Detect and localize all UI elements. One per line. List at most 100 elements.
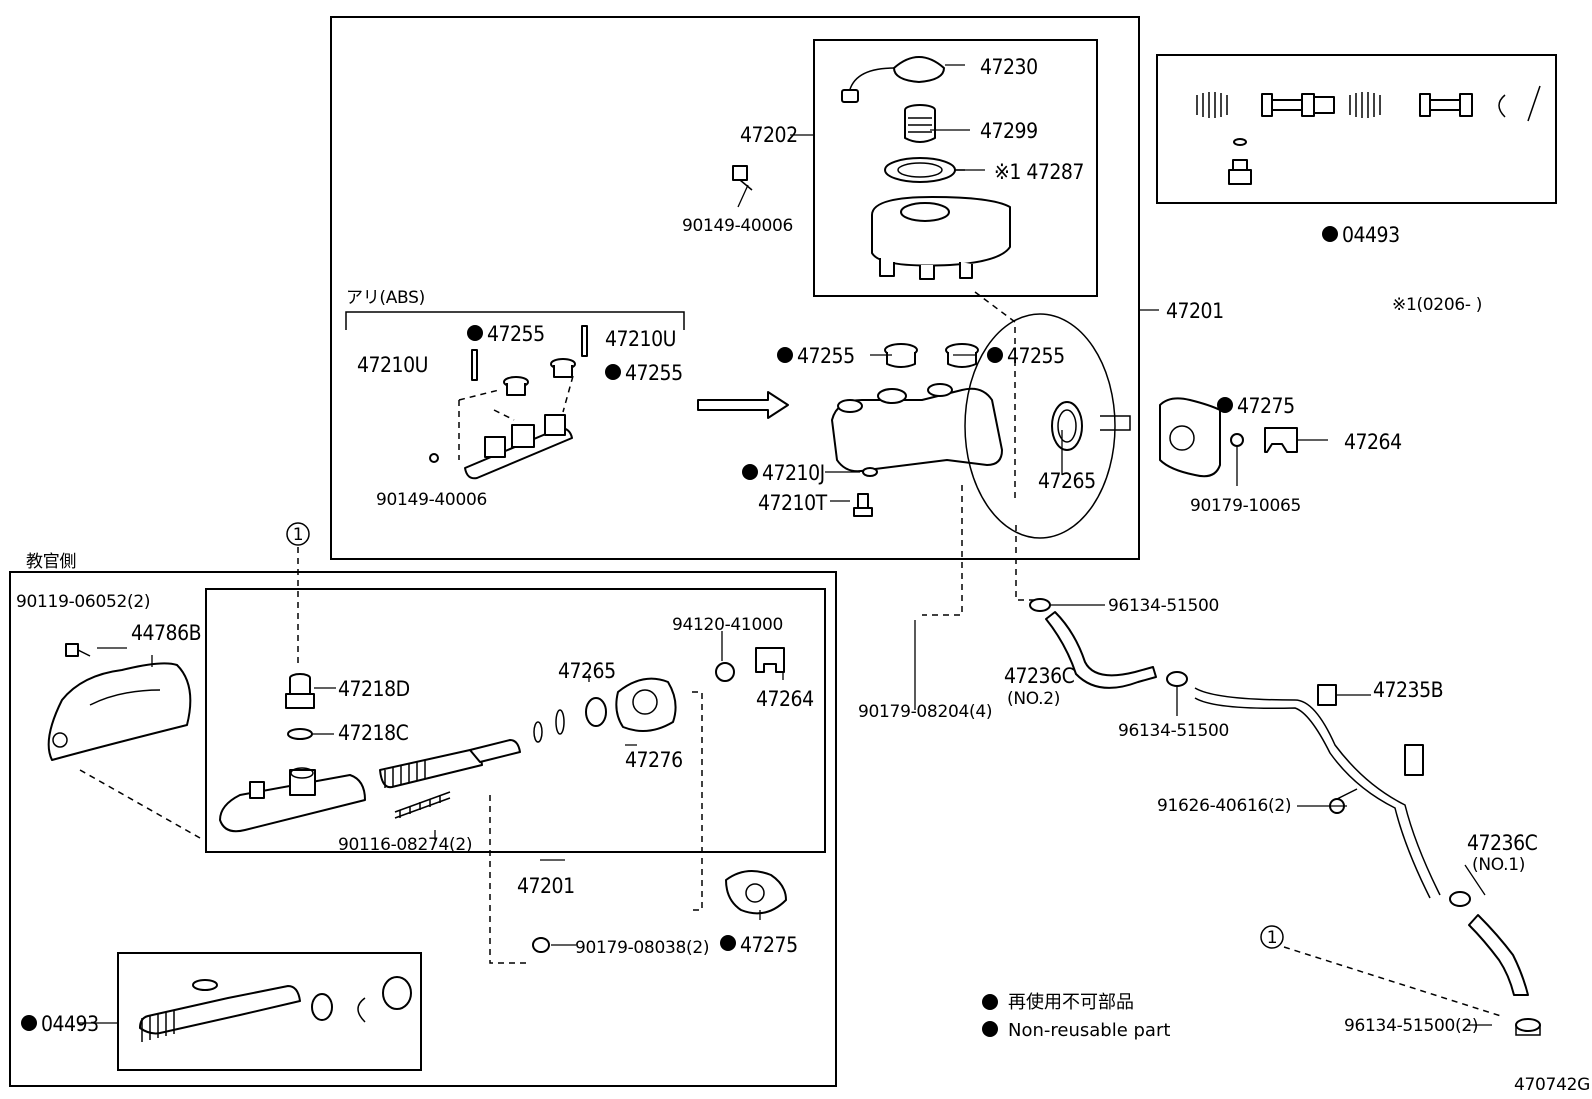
part-number-96134-51500: 96134-51500 bbox=[1108, 596, 1219, 616]
abs-title: アリ(ABS) bbox=[346, 288, 425, 308]
part-number-47255: 47255 bbox=[1007, 344, 1065, 368]
hose-clamp-icon bbox=[1515, 1018, 1541, 1036]
reservoir-screw-icon bbox=[732, 165, 753, 191]
instructor-side-box bbox=[9, 571, 837, 1087]
arrow-right-icon bbox=[697, 391, 789, 419]
reservoir-box bbox=[813, 39, 1098, 297]
part-number-94120-41000: 94120-41000 bbox=[672, 615, 783, 635]
part-number-47255: 47255 bbox=[487, 322, 545, 346]
reservoir-gasket-icon bbox=[884, 157, 965, 183]
part-number-90179-08038: 90179-08038(2) bbox=[575, 938, 709, 958]
part-number-04493: 04493 bbox=[1342, 223, 1400, 247]
bolt-icon bbox=[65, 643, 91, 657]
clutch-gasket-icon bbox=[725, 870, 787, 915]
part-number-47235b: 47235B bbox=[1373, 678, 1443, 702]
bolt-icon bbox=[853, 493, 873, 517]
clutch-dashed-lines bbox=[79, 691, 703, 964]
part-number-47265: 47265 bbox=[1038, 469, 1096, 493]
hose-clamp-icon bbox=[1029, 598, 1051, 612]
part-number-47202: 47202 bbox=[740, 123, 798, 147]
part-number-90149-40006: 90149-40006 bbox=[376, 490, 487, 510]
main-assembly-box bbox=[330, 16, 1140, 560]
bolt-icon bbox=[1329, 788, 1358, 814]
booster-gasket-icon bbox=[1159, 397, 1221, 478]
part-number-47287: ※1 47287 bbox=[994, 160, 1084, 184]
repair-kit-box-top bbox=[1156, 54, 1557, 204]
clutch-master-cylinder-body-icon bbox=[219, 767, 366, 833]
reservoir-cap-icon bbox=[841, 56, 945, 103]
bracket-icon bbox=[1317, 684, 1424, 776]
bracket-icon bbox=[755, 647, 785, 673]
part-number-47275: 47275 bbox=[740, 933, 798, 957]
part-number-47218c: 47218C bbox=[338, 721, 409, 745]
reservoir-tank-icon bbox=[871, 196, 1011, 280]
brake-master-cylinder-icon bbox=[831, 383, 1003, 473]
vacuum-pipe bbox=[1194, 687, 1441, 899]
clutch-master-cylinder-box bbox=[205, 588, 826, 853]
part-number-47201: 47201 bbox=[517, 874, 575, 898]
hose-clamp-icon bbox=[1166, 671, 1188, 687]
nut-icon bbox=[532, 662, 735, 953]
note-date-range: ※1(0206- ) bbox=[1392, 295, 1482, 315]
reservoir-grommet-icon bbox=[945, 343, 979, 368]
instructor-side-label: 教官側 bbox=[26, 552, 76, 572]
clutch-piston-icon bbox=[379, 697, 607, 789]
part-number-90119-06052: 90119-06052(2) bbox=[16, 592, 150, 612]
part-number-47210j: 47210J bbox=[762, 461, 825, 485]
vacuum-hose-no2 bbox=[1045, 611, 1157, 689]
part-number-47264: 47264 bbox=[1344, 430, 1402, 454]
part-number-44786b: 44786B bbox=[131, 621, 201, 645]
part-number-47210t: 47210T bbox=[758, 491, 828, 515]
part-number-47236c: 47236C bbox=[1467, 831, 1538, 855]
reservoir-strainer-icon bbox=[904, 104, 936, 143]
part-number-96134-51500: 96134-51500 bbox=[1118, 721, 1229, 741]
ref-circle-label: 1 bbox=[293, 525, 304, 545]
vacuum-hose-no1 bbox=[1468, 914, 1529, 996]
part-number-47218d: 47218D bbox=[338, 677, 410, 701]
clutch-mount-plate-icon bbox=[615, 677, 677, 732]
part-number-90179-08204: 90179-08204(4) bbox=[858, 702, 992, 722]
part-number-47210u: 47210U bbox=[605, 327, 676, 351]
part-number-47210u: 47210U bbox=[357, 353, 428, 377]
bracket-icon bbox=[1264, 427, 1298, 453]
part-number-47201: 47201 bbox=[1166, 299, 1224, 323]
legend-japanese: 再使用不可部品 bbox=[1008, 992, 1134, 1013]
part-number-90179-10065: 90179-10065 bbox=[1190, 496, 1301, 516]
part-number-91626-40616: 91626-40616(2) bbox=[1157, 796, 1291, 816]
part-number-96134-51500: 96134-51500(2) bbox=[1344, 1016, 1478, 1036]
part-number-47255: 47255 bbox=[797, 344, 855, 368]
brake-booster-icon bbox=[964, 313, 1131, 539]
repair-kit-parts-icon bbox=[139, 976, 412, 1042]
clutch-union-icon bbox=[285, 673, 315, 740]
part-number-47265: 47265 bbox=[558, 659, 616, 683]
legend-english: Non-reusable part bbox=[1008, 1020, 1170, 1041]
part-number-90149-40006: 90149-40006 bbox=[682, 216, 793, 236]
washer-icon bbox=[862, 467, 878, 477]
part-number-47264: 47264 bbox=[756, 687, 814, 711]
booster-dashed-lines bbox=[922, 291, 1046, 616]
part-number-47275: 47275 bbox=[1237, 394, 1295, 418]
ref-circle-label: 1 bbox=[1267, 928, 1278, 948]
non-reusable-markers bbox=[21, 226, 1338, 1037]
diagram-code: 470742G bbox=[1514, 1075, 1590, 1095]
part-number-90116-08274: 90116-08274(2) bbox=[338, 835, 472, 855]
part-number-47299: 47299 bbox=[980, 119, 1038, 143]
clutch-cover-icon bbox=[47, 662, 192, 761]
ref-dashed-lines bbox=[297, 547, 1505, 1018]
leader-lines bbox=[78, 64, 1492, 1026]
part-number-47255: 47255 bbox=[625, 361, 683, 385]
part-number-47276: 47276 bbox=[625, 748, 683, 772]
reservoir-grommet-icon bbox=[884, 343, 918, 368]
part-number-04493: 04493 bbox=[41, 1012, 99, 1036]
part-number-47236c: 47236C bbox=[1004, 664, 1075, 688]
hose-no1-label: (NO.1) bbox=[1472, 855, 1525, 875]
pushrod-stud-icon bbox=[394, 791, 451, 819]
nut-icon bbox=[1230, 433, 1244, 447]
abs-bracket bbox=[345, 311, 685, 330]
repair-kit-parts-icon bbox=[1196, 85, 1541, 185]
ref-circle bbox=[286, 522, 310, 546]
ref-circle bbox=[1260, 925, 1284, 949]
repair-kit-box-left bbox=[117, 952, 422, 1071]
hose-clamp-icon bbox=[1449, 891, 1471, 907]
